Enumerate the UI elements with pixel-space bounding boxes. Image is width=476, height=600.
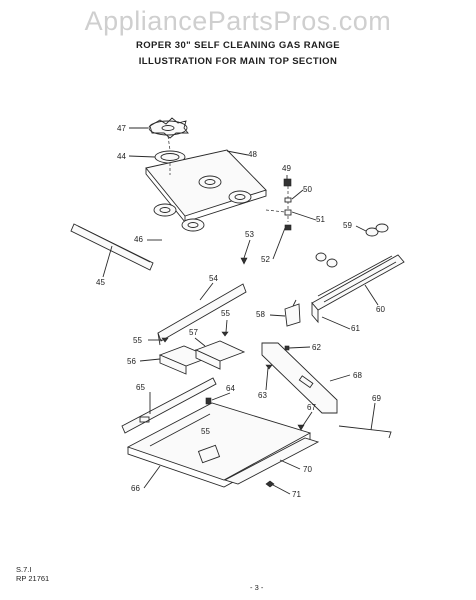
callout-52: 52 [261, 255, 270, 264]
callout-49: 49 [282, 164, 291, 173]
valve-knob-stack-part [265, 178, 292, 231]
callout-58: 58 [256, 310, 265, 319]
side-panel-part [261, 342, 338, 414]
callout-54: 54 [209, 274, 218, 283]
callout-61: 61 [351, 324, 360, 333]
callout-66: 66 [131, 484, 140, 493]
callout-56: 56 [127, 357, 136, 366]
callout-63: 63 [258, 391, 267, 400]
manifold-panel-part [311, 254, 405, 324]
watermark-text: AppliancePartsPros.com [84, 6, 392, 36]
callout-53: 53 [245, 230, 254, 239]
callout-70: 70 [303, 465, 312, 474]
callout-47: 47 [117, 124, 126, 133]
bracket-part [284, 299, 301, 327]
side-rail-part [121, 377, 217, 434]
callout-64: 64 [226, 384, 235, 393]
callout-71: 71 [292, 490, 301, 499]
burner-cap-part [148, 117, 189, 139]
callout-44: 44 [117, 152, 126, 161]
callout-69: 69 [372, 394, 381, 403]
callout-59: 59 [343, 221, 352, 230]
footer-code-line-2: RP 21761 [16, 574, 50, 583]
burner-boxes-part [158, 340, 246, 375]
diagram-title: ROPER 30" SELF CLEANING GAS RANGE [135, 40, 341, 51]
callout-55-lower: 55 [201, 427, 210, 436]
callout-51: 51 [316, 215, 325, 224]
callout-45: 45 [96, 278, 105, 287]
bottom-pan-part [126, 402, 312, 488]
callout-68: 68 [353, 371, 362, 380]
callout-55-left: 55 [133, 336, 142, 345]
callout-50: 50 [303, 185, 312, 194]
upper-back-panel-part [157, 283, 247, 346]
callout-48: 48 [248, 150, 257, 159]
callout-60: 60 [376, 305, 385, 314]
page-number: - 3 - [250, 583, 264, 592]
leader-lines [102, 127, 379, 495]
callout-46: 46 [134, 235, 143, 244]
footer-code-line-1: S.7.I [16, 565, 32, 574]
callout-62: 62 [312, 343, 321, 352]
callout-57: 57 [189, 328, 198, 337]
callout-65: 65 [136, 383, 145, 392]
callout-55-upper: 55 [221, 309, 230, 318]
control-knobs-part [315, 223, 389, 268]
callout-67: 67 [307, 403, 316, 412]
main-top-part [145, 149, 267, 232]
diagram-subtitle: ILLUSTRATION FOR MAIN TOP SECTION [138, 56, 338, 67]
